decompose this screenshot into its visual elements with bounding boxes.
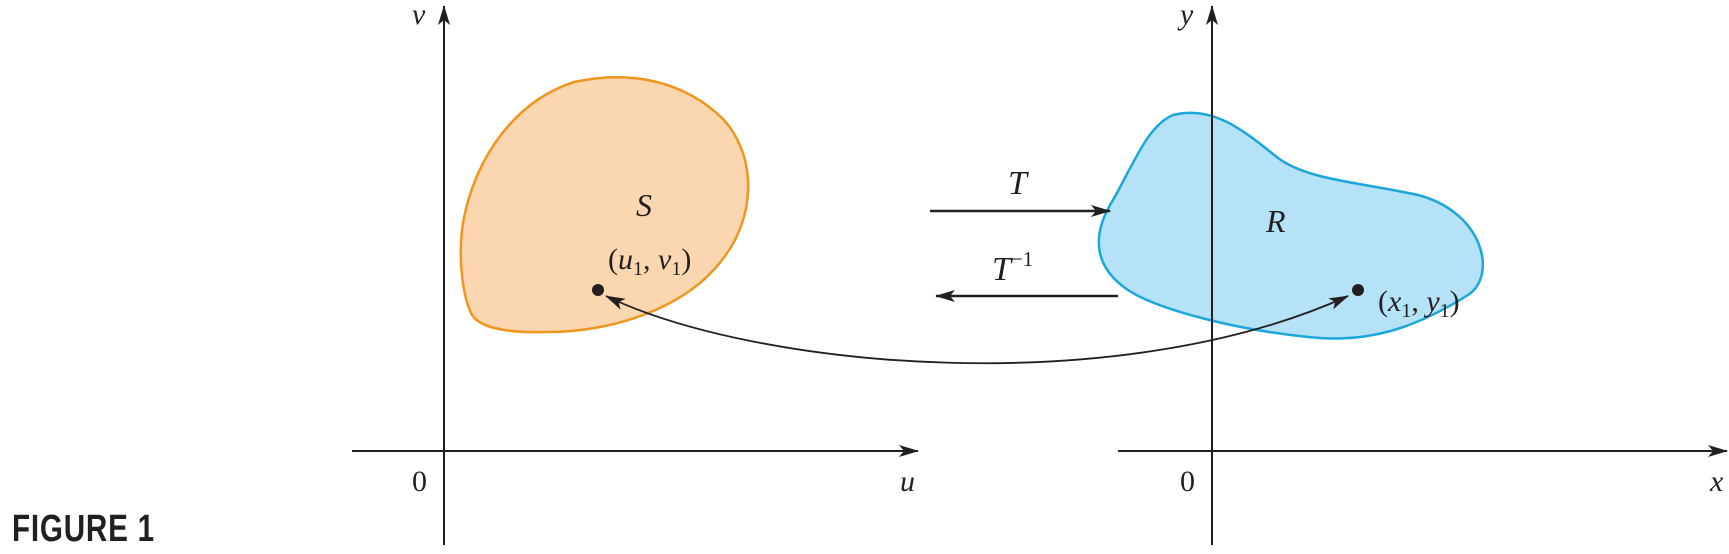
inverse-transform-label: T−1 <box>992 247 1033 288</box>
x-axis-label: x <box>1709 465 1724 498</box>
region-r-label: R <box>1265 203 1286 239</box>
point-s-label: (u1, v1) <box>608 243 691 280</box>
figure-label: FIGURE 1 <box>12 508 155 550</box>
u-axis-label: u <box>900 465 915 498</box>
v-axis-label: v <box>412 0 426 31</box>
correspondence-arrow <box>605 295 1349 365</box>
region-s <box>459 76 750 334</box>
left-origin-label: 0 <box>412 465 427 498</box>
region-r <box>1097 111 1485 340</box>
right-origin-label: 0 <box>1180 465 1195 498</box>
region-s-label: S <box>636 187 652 223</box>
y-axis-label: y <box>1177 0 1194 31</box>
point-r <box>1352 284 1364 296</box>
point-s <box>592 284 604 296</box>
point-r-label: (x1, y1) <box>1378 285 1460 322</box>
forward-transform-label: T <box>1008 165 1029 202</box>
